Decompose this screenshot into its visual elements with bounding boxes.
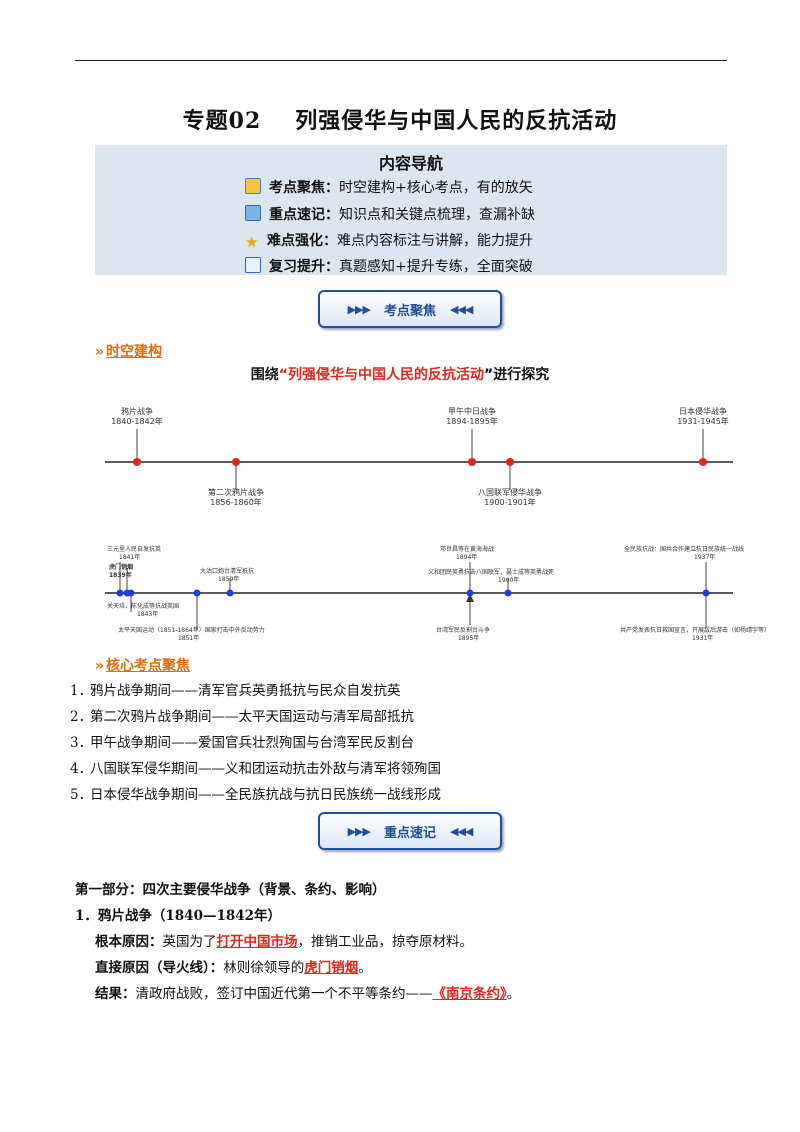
timeline-dot [466, 589, 474, 597]
map-icon [245, 178, 261, 194]
part-heading: 第一部分：四次主要侵华战争（背景、条约、影响） [75, 882, 386, 898]
timeline-dot [193, 589, 201, 597]
timeline-dot [116, 589, 124, 597]
timeline-dot [226, 589, 234, 597]
marker-sino-japanese-war [468, 458, 476, 466]
notes-banner: ▶▶▶重点速记◀◀◀ [318, 812, 502, 850]
book-icon [245, 205, 261, 221]
arrow-marker [466, 594, 474, 602]
timeline-dot [127, 589, 135, 597]
list-item: 5．日本侵华战争期间——全民族抗战与抗日民族统一战线形成 [70, 787, 441, 803]
marker-opium-war [133, 458, 141, 466]
focus-banner: ▶▶▶考点聚焦◀◀◀ [318, 290, 502, 328]
list-item: 1．鸦片战争期间——清军官兵英勇抵抗与民众自发抗英 [70, 683, 401, 699]
nav-item-difficulty: ★难点强化：难点内容标注与讲解，能力提升 [245, 233, 533, 251]
notepad-icon [245, 257, 261, 273]
nav-heading: 内容导航 [378, 154, 443, 173]
timeline-title: 围绕“列强侵华与中国人民的反抗活动”进行探究 [250, 367, 550, 383]
nav-item-review: 复习提升：真题感知+提升专练，全面突破 [245, 256, 533, 276]
star-icon: ★ [245, 233, 259, 251]
direct-cause: 直接原因（导火线）：林则徐领导的虎门销烟。 [95, 960, 372, 976]
nav-item-notes: 重点速记：知识点和关键点梳理，查漏补缺 [245, 204, 535, 224]
timeline-dot [702, 589, 710, 597]
root-cause: 根本原因：英国为了打开中国市场，推销工业品，掠夺原材料。 [95, 934, 473, 950]
resistance-timeline [105, 562, 733, 630]
topic-code: 专题02 [182, 108, 262, 134]
topic-title: 列强侵华与中国人民的反抗活动 [295, 108, 618, 134]
list-item: 2．第二次鸦片战争期间——太平天国运动与清军局部抵抗 [70, 709, 414, 725]
resistance-label: 共产党发表抗日救国宣言，开展敌后游击（如杨靖宇等）1931年 [620, 627, 771, 642]
top-rule [75, 60, 727, 61]
section-timeline-heading: »时空建构 [95, 344, 163, 360]
content-navigation: 内容导航 考点聚焦：时空建构+核心考点，有的放矢 重点速记：知识点和关键点梳理，… [95, 145, 727, 275]
nav-item-focus: 考点聚焦：时空建构+核心考点，有的放矢 [245, 177, 533, 197]
marker-japanese-invasion [699, 458, 707, 466]
page-title: 专题02 列强侵华与中国人民的反抗活动 [0, 103, 800, 135]
timeline-dot [504, 589, 512, 597]
marker-eight-nation-war [506, 458, 514, 466]
list-item: 3．甲午战争期间——爱国官兵壮烈殉国与台湾军民反割台 [70, 735, 414, 751]
list-item: 4．八国联军侵华期间——义和团运动抗击外敌与清军将领殉国 [70, 761, 441, 777]
war-timeline [105, 429, 733, 490]
section-core-heading: »核心考点聚焦 [95, 658, 191, 674]
war-result: 结果：清政府战败，签订中国近代第一个不平等条约——《南京条约》。 [95, 986, 521, 1002]
subsection-heading: 1．鸦片战争（1840—1842年） [75, 908, 282, 924]
marker-second-opium-war [232, 458, 240, 466]
